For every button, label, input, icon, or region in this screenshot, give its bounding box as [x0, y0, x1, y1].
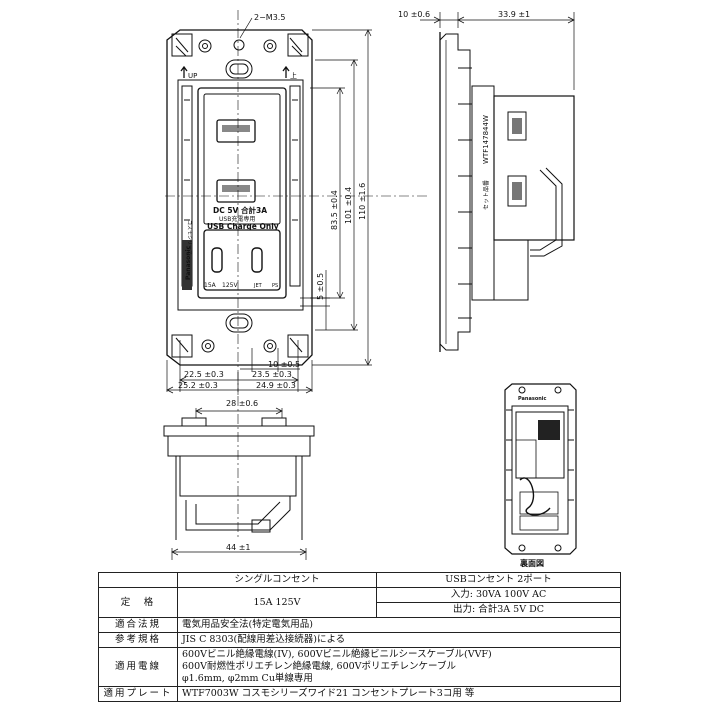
dim-10a: 10 ±0.5 [268, 360, 300, 369]
dim-33-9: 33.9 ±1 [498, 10, 530, 19]
row-label-standard: 参考規格 [98, 632, 178, 648]
mark-ps: PS [272, 283, 278, 289]
wire-line-1: 600Vビニル絶縁電線(IV), 600Vビニル絶縁ビニルシースケーブル(VVF… [182, 649, 492, 660]
up-label-right: 上 [290, 71, 297, 80]
side-text: コスモシリーズ [186, 220, 193, 255]
table-row: 定 格 15A 125V 入力: 30VA 100V AC [98, 587, 621, 618]
wire-line-2: 600V耐燃性ポリエチレン絶縁電線, 600Vポリエチレンケーブル [182, 661, 456, 672]
top-screw-slot [225, 59, 253, 79]
rear-view [504, 383, 577, 555]
screw-label: 2−M3.5 [254, 13, 285, 22]
spec-table: シングルコンセント USBコンセント 2ポート 定 格 15A 125V 入力:… [98, 572, 621, 702]
front-frame-inner [177, 79, 304, 311]
usb-text-1: DC 5V 合計3A [213, 205, 267, 215]
rear-caption: 裏面図 [519, 558, 544, 568]
side-set-label: セット品番 [483, 180, 490, 210]
table-row: シングルコンセント USBコンセント 2ポート [98, 572, 621, 588]
front-dimension-lines [166, 29, 372, 394]
usb-port-1 [216, 119, 256, 143]
dim-23-5: 23.5 ±0.3 [252, 370, 292, 379]
up-label-left: UP [188, 72, 197, 80]
side-model-label: WTF147844W [482, 115, 490, 164]
bottom-view [163, 396, 315, 560]
col-header-single: シングルコンセント [176, 572, 378, 588]
table-row: 適用プレート WTF7003W コスモシリーズワイド21 コンセントプレート3コ… [98, 686, 621, 702]
dim-44: 44 ±1 [226, 543, 251, 552]
dim-10b: 10 ±0.6 [398, 10, 430, 19]
dim-83-5: 83.5 ±0.4 [330, 190, 339, 230]
dim-110: 110 ±1.6 [358, 183, 367, 220]
rear-brand: Panasonic [518, 396, 547, 402]
outlet-slot-right [251, 247, 263, 273]
mark-jet: JET [253, 283, 263, 289]
dim-28: 28 ±0.6 [226, 399, 258, 408]
table-row: 適用電線 600Vビニル絶縁電線(IV), 600Vビニル絶縁ビニルシースケーブ… [98, 647, 621, 687]
front-view [165, 10, 430, 395]
up-arrow-right [282, 65, 290, 78]
law-value: 電気用品安全法(特定電気用品) [177, 617, 621, 633]
rating-right: 125V [222, 282, 238, 289]
side-brand: Panasonic [185, 245, 192, 280]
dim-22-5: 22.5 ±0.3 [184, 370, 224, 379]
up-arrow-left [180, 65, 188, 78]
outlet-slot-left [211, 247, 223, 273]
usb-port-2 [216, 179, 256, 203]
row-label-rating: 定 格 [98, 587, 178, 618]
rating-output: 出力: 合計3A 5V DC [376, 602, 621, 618]
row-label-law: 適合法規 [98, 617, 178, 633]
table-row: 参考規格 JIS C 8303(配線用差込接続器)による [98, 632, 621, 648]
dim-25-2: 25.2 ±0.3 [178, 381, 218, 390]
dim-24-9: 24.9 ±0.3 [256, 381, 296, 390]
rating-single: 15A 125V [176, 587, 378, 618]
drawing-canvas: 2−M3.5 UP 上 DC 5V 合計3A USB充電専用 USB Charg… [163, 10, 577, 568]
table-row: 適合法規 電気用品安全法(特定電気用品) [98, 617, 621, 633]
rating-input: 入力: 30VA 100V AC [376, 587, 621, 603]
dim-101: 101 ±0.4 [344, 187, 353, 224]
row-label-plate: 適用プレート [98, 686, 178, 702]
row-label-wire: 適用電線 [98, 647, 178, 687]
standard-value: JIS C 8303(配線用差込接続器)による [177, 632, 621, 648]
usb-text-3: USB Charge Only [207, 222, 279, 231]
top-tabs [171, 33, 309, 57]
bottom-screw-slot [225, 313, 253, 333]
dim-5: 5 ±0.5 [316, 273, 325, 300]
rating-left: 15A [204, 282, 217, 289]
wire-line-3: φ1.6mm, φ2mm Cu単線専用 [182, 673, 313, 684]
usb-text-2: USB充電専用 [219, 215, 255, 223]
front-frame-outline [166, 29, 313, 366]
ac-outlet [203, 229, 281, 291]
bottom-tabs [171, 334, 309, 358]
plate-value: WTF7003W コスモシリーズワイド21 コンセントプレート3コ用 等 [177, 686, 621, 702]
side-view [420, 12, 575, 352]
receptacle-body [197, 87, 287, 299]
col-header-usb: USBコンセント 2ポート [376, 572, 621, 588]
